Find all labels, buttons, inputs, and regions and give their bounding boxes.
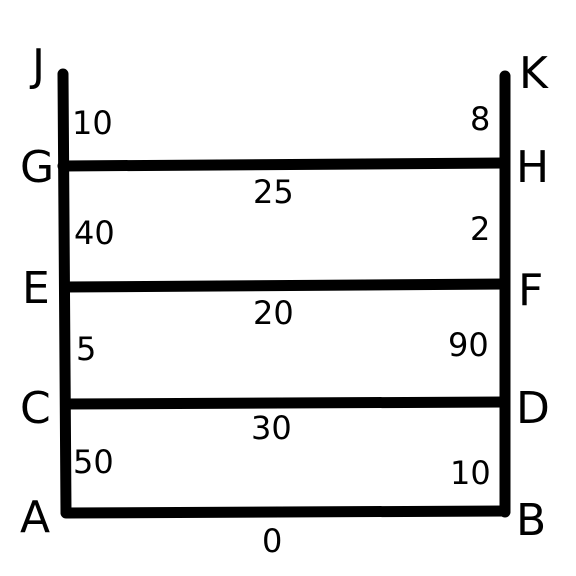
weight-ec: 5: [76, 330, 96, 368]
node-label-d: D: [516, 383, 550, 434]
node-label-k: K: [519, 48, 549, 99]
weight-db: 10: [450, 454, 491, 492]
weight-ca: 50: [73, 443, 114, 481]
node-label-c: C: [20, 383, 51, 434]
node-label-f: F: [518, 265, 543, 316]
weight-hf: 2: [470, 210, 490, 248]
weight-cd: 30: [251, 409, 292, 447]
node-label-b: B: [516, 495, 546, 546]
node-label-j: J: [29, 40, 45, 91]
weight-fd: 90: [448, 326, 489, 364]
weight-kh: 8: [470, 100, 490, 138]
edge-e-f: [59, 278, 511, 293]
edge-j-a: [57, 68, 72, 518]
edge-c-d: [60, 396, 511, 410]
node-label-g: G: [20, 142, 54, 193]
edge-g-h: [57, 157, 511, 172]
node-label-e: E: [22, 263, 50, 314]
weight-ge: 40: [74, 214, 115, 252]
node-label-a: A: [20, 492, 50, 543]
node-label-h: H: [516, 142, 549, 193]
weight-ef: 20: [253, 294, 294, 332]
weight-jg: 10: [72, 104, 113, 142]
weight-ab: 0: [262, 522, 282, 560]
edge-a-b: [60, 505, 511, 519]
weight-gh: 25: [253, 173, 294, 211]
